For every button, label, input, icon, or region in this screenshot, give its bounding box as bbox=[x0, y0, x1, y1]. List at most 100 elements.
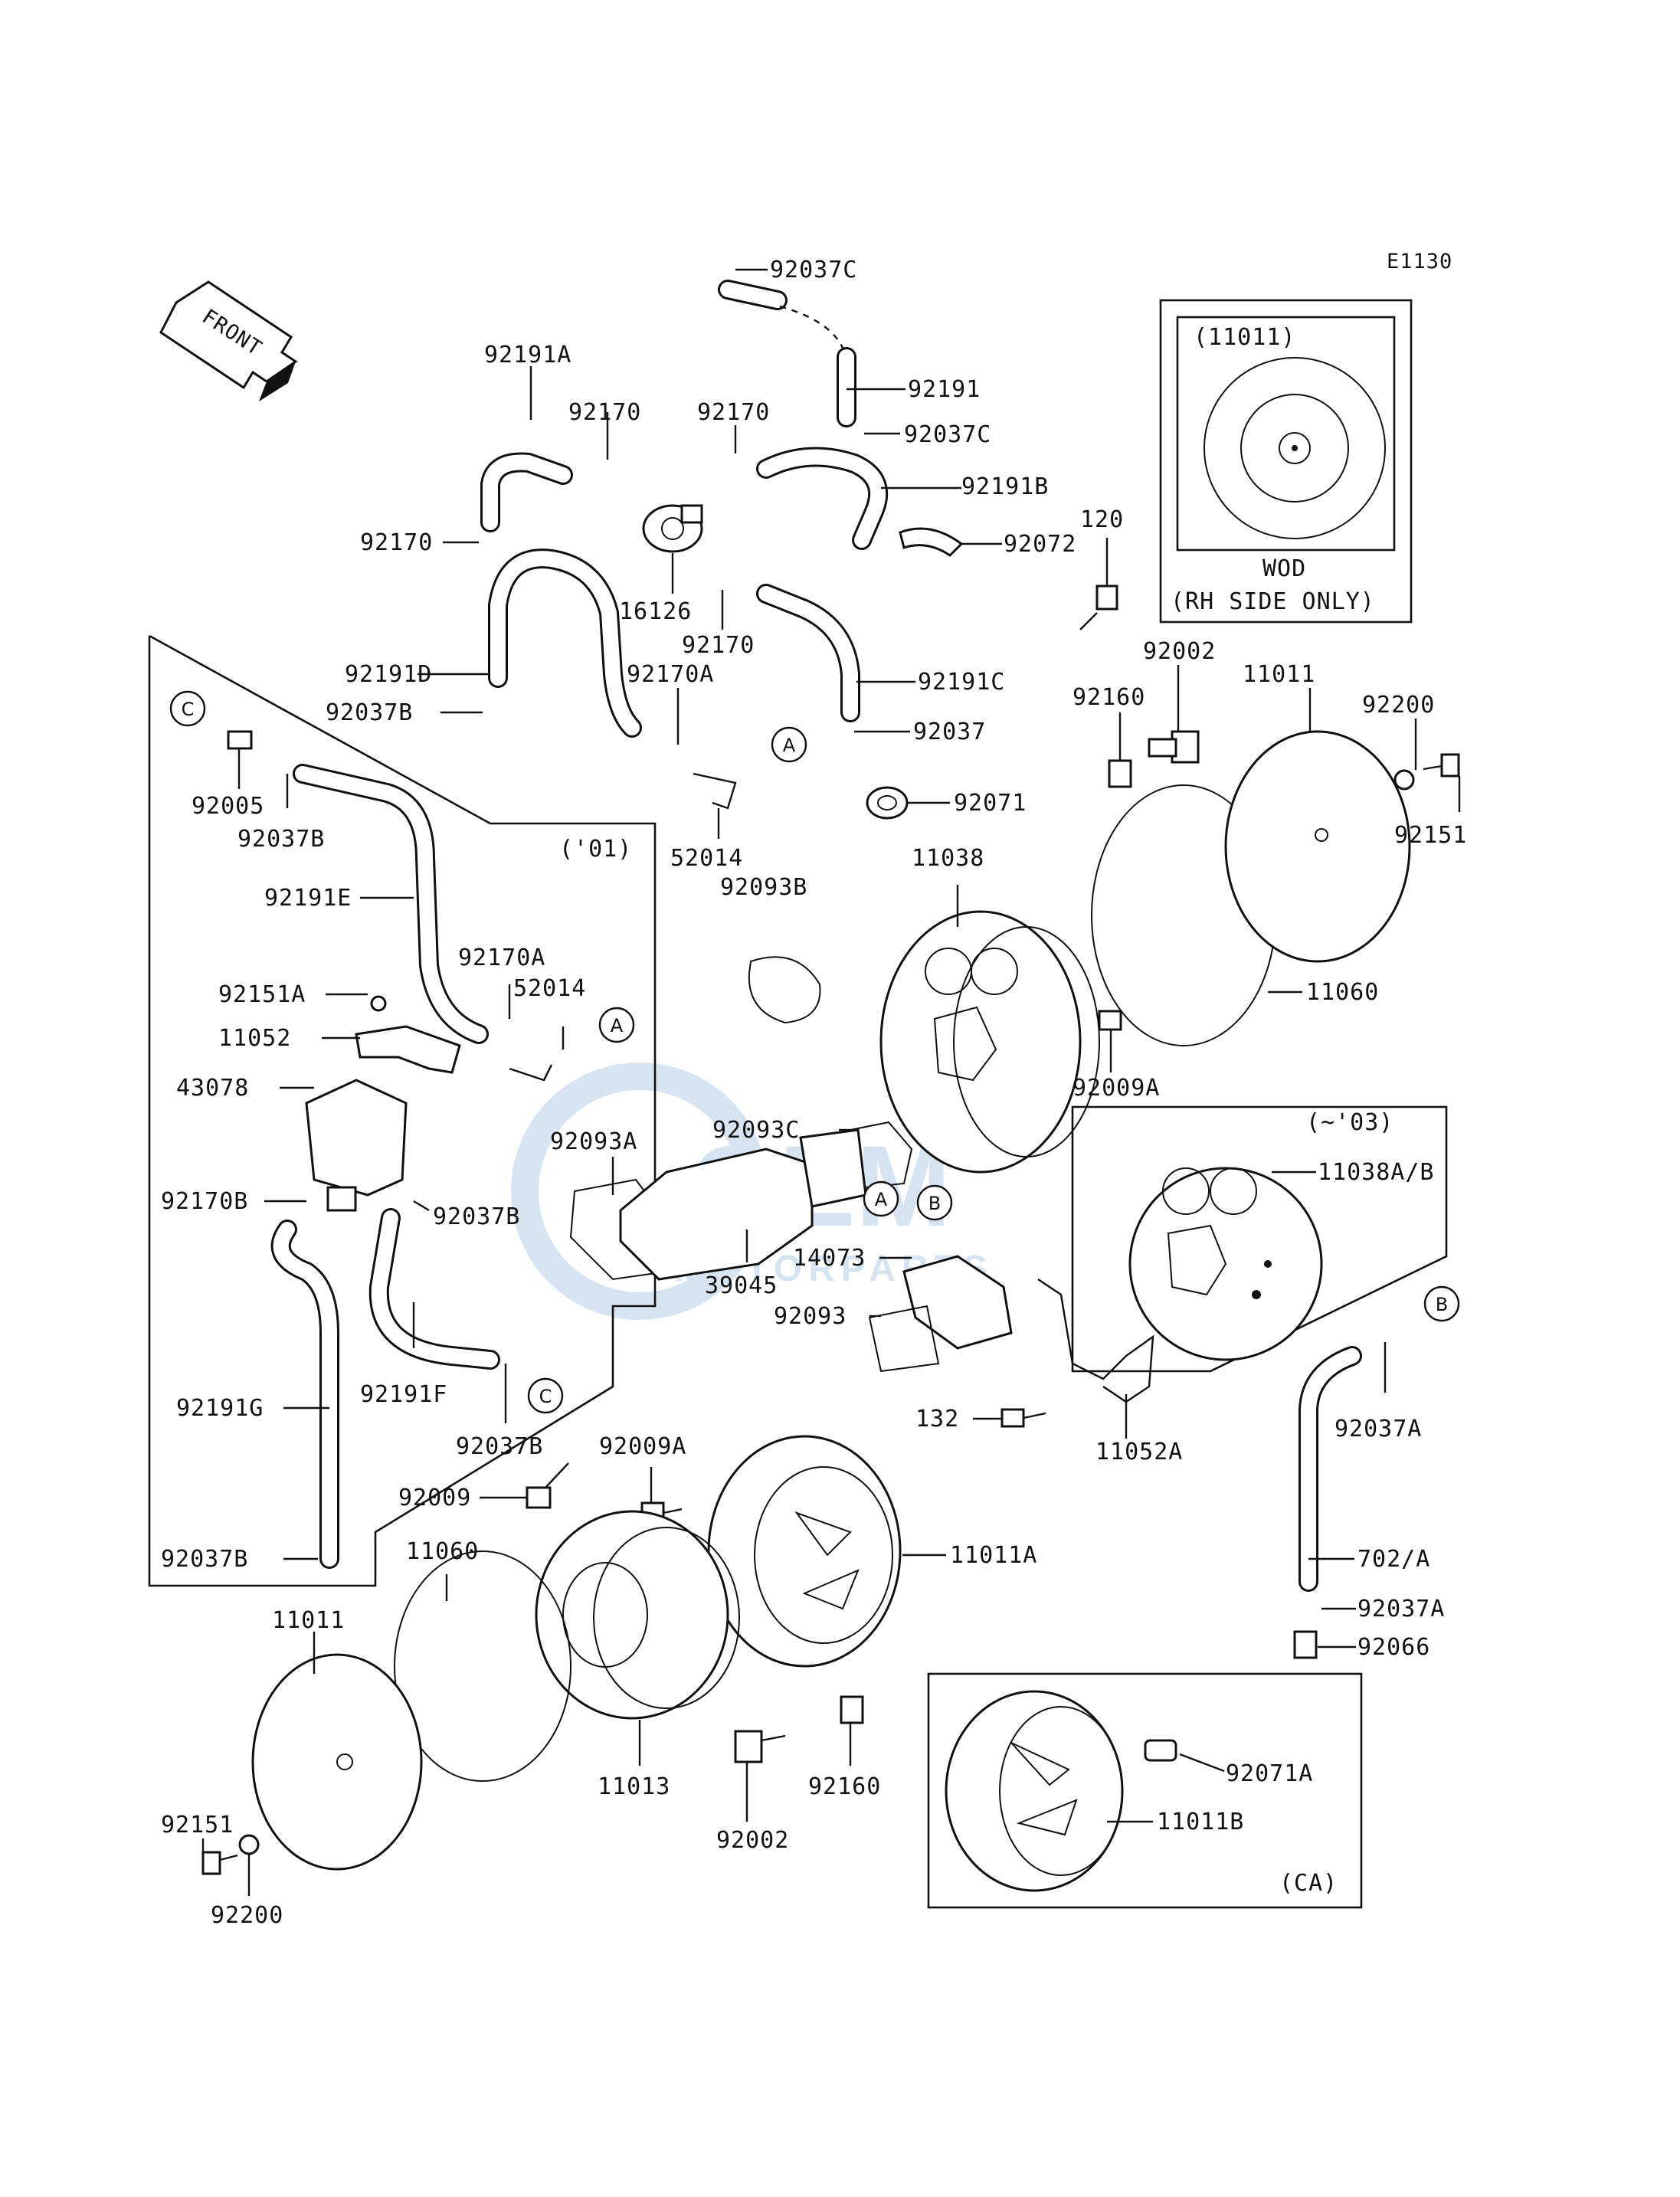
cover-11011-bottom bbox=[251, 1653, 423, 1871]
hose-92191E bbox=[293, 764, 489, 1044]
label-92037C-top: 92037C bbox=[770, 257, 857, 283]
fitting-92066 bbox=[1293, 1630, 1318, 1659]
bolt-92009 bbox=[526, 1462, 569, 1509]
label-92037B-c: 92037B bbox=[433, 1203, 520, 1230]
bracket-11052 bbox=[355, 995, 461, 1074]
bolt-120 bbox=[1079, 584, 1118, 630]
duct-14073 bbox=[902, 1255, 1013, 1350]
inset-year-01-title: ('01) bbox=[559, 836, 632, 863]
label-92002-bottom: 92002 bbox=[716, 1827, 789, 1854]
part-labels: 92037C 92191 92037C 92191A 92170 92170 9… bbox=[161, 257, 1467, 1929]
leader-lines bbox=[201, 268, 1461, 1896]
label-92037-a: 92037 bbox=[913, 719, 986, 745]
label-39045: 39045 bbox=[705, 1272, 778, 1299]
label-11011B: 11011B bbox=[1157, 1809, 1244, 1835]
label-92037A-b: 92037A bbox=[1357, 1596, 1445, 1622]
label-92037A-a: 92037A bbox=[1335, 1416, 1422, 1442]
label-11060-bottom: 11060 bbox=[406, 1538, 479, 1565]
label-14073: 14073 bbox=[793, 1245, 866, 1272]
clip-92072 bbox=[899, 527, 964, 557]
label-11038: 11038 bbox=[912, 845, 984, 872]
collar-92160-top bbox=[1108, 759, 1132, 788]
label-92005: 92005 bbox=[192, 793, 264, 820]
label-92009: 92009 bbox=[398, 1485, 471, 1511]
label-11011A: 11011A bbox=[950, 1542, 1037, 1569]
front-arrow-icon: FRONT bbox=[159, 280, 298, 401]
inset-canada-title: (CA) bbox=[1279, 1870, 1338, 1897]
label-11052A: 11052A bbox=[1095, 1439, 1183, 1465]
label-92151-top: 92151 bbox=[1394, 822, 1467, 849]
label-92037B-e: 92037B bbox=[161, 1546, 248, 1573]
label-16126: 16126 bbox=[619, 598, 692, 625]
label-11011-top: 11011 bbox=[1243, 661, 1315, 688]
marker-b-1: B bbox=[916, 1184, 953, 1221]
label-43078: 43078 bbox=[176, 1075, 249, 1102]
svg-text:B: B bbox=[928, 1193, 941, 1214]
label-92170-a: 92170 bbox=[568, 399, 641, 426]
inset-filter-element: (11011) WOD (RH SIDE ONLY) bbox=[1159, 299, 1413, 624]
hose-92191 bbox=[718, 280, 856, 427]
cover-11011-top bbox=[1224, 730, 1411, 963]
label-92071A: 92071A bbox=[1226, 1760, 1313, 1787]
label-92170-b: 92170 bbox=[697, 399, 770, 426]
label-92071: 92071 bbox=[954, 790, 1027, 817]
label-92200-bottom: 92200 bbox=[211, 1902, 283, 1929]
case-11011A bbox=[707, 1435, 902, 1668]
diagram-code: E1130 bbox=[1387, 250, 1452, 273]
label-92170B: 92170B bbox=[161, 1188, 248, 1215]
svg-text:C: C bbox=[539, 1386, 552, 1407]
inset-filter-title: (11011) bbox=[1194, 324, 1295, 351]
inset-year-03-title: (~'03) bbox=[1306, 1109, 1393, 1136]
label-120: 120 bbox=[1080, 506, 1124, 533]
bolt-92002-top bbox=[1148, 730, 1200, 764]
bolt-92151-top bbox=[1423, 753, 1460, 778]
label-92191C: 92191C bbox=[918, 669, 1005, 696]
inset-year-03: (~'03) bbox=[1071, 1105, 1448, 1373]
label-92093A: 92093A bbox=[550, 1128, 637, 1155]
hose-92191A bbox=[480, 452, 573, 532]
gasket-92093 bbox=[868, 1305, 940, 1373]
label-92170A-top: 92170A bbox=[627, 661, 714, 688]
label-92170A-mid: 92170A bbox=[458, 945, 545, 971]
label-92093B: 92093B bbox=[720, 874, 807, 901]
marker-a-3: A bbox=[863, 1180, 899, 1217]
hose-92191B bbox=[756, 447, 889, 550]
label-92151-bottom: 92151 bbox=[161, 1812, 234, 1838]
label-92191G: 92191G bbox=[176, 1395, 264, 1422]
label-92009A-top: 92009A bbox=[1073, 1075, 1160, 1102]
label-92191B: 92191B bbox=[961, 473, 1049, 500]
label-92037B-d: 92037B bbox=[456, 1433, 543, 1460]
label-11013: 11013 bbox=[598, 1773, 670, 1800]
label-92093C: 92093C bbox=[712, 1117, 800, 1144]
grommet-92071 bbox=[866, 786, 909, 820]
breather-43078 bbox=[305, 1079, 408, 1212]
washer-92200-bottom bbox=[238, 1834, 260, 1855]
label-92066: 92066 bbox=[1357, 1634, 1430, 1661]
hose-92191D bbox=[488, 548, 642, 738]
label-92170-d: 92170 bbox=[682, 632, 755, 659]
bracket-11052A bbox=[1037, 1279, 1154, 1403]
label-92160-bottom: 92160 bbox=[808, 1773, 881, 1800]
inset-filter-note-2: (RH SIDE ONLY) bbox=[1171, 588, 1375, 615]
hose-92191F bbox=[368, 1208, 500, 1370]
inset-year-01: ('01) bbox=[148, 634, 657, 1587]
label-92170-c: 92170 bbox=[360, 529, 433, 556]
svg-text:B: B bbox=[1436, 1294, 1448, 1315]
label-92037B-b: 92037B bbox=[237, 826, 325, 853]
filter-element-11013 bbox=[535, 1510, 740, 1720]
label-92191E: 92191E bbox=[264, 885, 352, 912]
label-92191A: 92191A bbox=[484, 342, 571, 368]
valve-16126 bbox=[642, 504, 703, 553]
svg-text:A: A bbox=[875, 1189, 888, 1210]
inset-canada: (CA) bbox=[927, 1672, 1363, 1909]
label-52014-top: 52014 bbox=[670, 845, 743, 872]
label-92037C-mid: 92037C bbox=[904, 421, 991, 448]
marker-a-2: A bbox=[598, 1007, 635, 1043]
label-92160-top: 92160 bbox=[1073, 684, 1145, 711]
bolt-92151-bottom bbox=[201, 1851, 238, 1875]
tee-52014 bbox=[509, 772, 737, 1082]
label-702A: 702/A bbox=[1357, 1546, 1430, 1573]
hose-92191C bbox=[756, 584, 860, 722]
label-52014-mid: 52014 bbox=[513, 975, 586, 1002]
